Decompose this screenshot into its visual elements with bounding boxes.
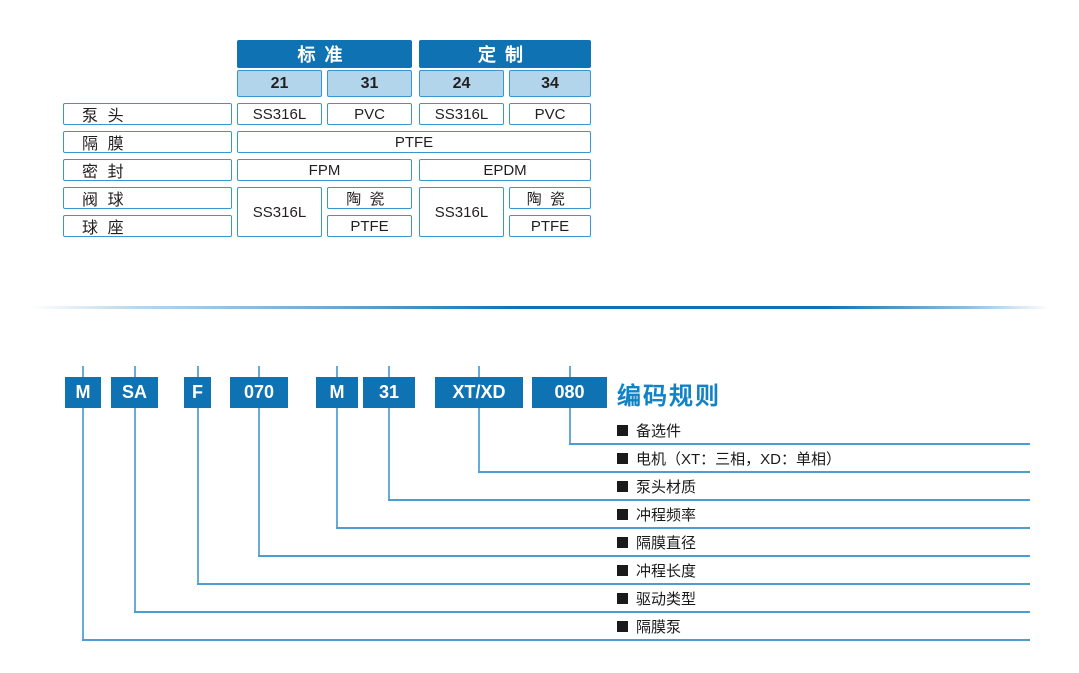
row-label-seal: 密封 [63,159,232,181]
connector-vline-sa [134,366,136,612]
legend-label: 驱动类型 [636,590,697,608]
legend-head-material: 泵头材质 [617,476,696,496]
code-segment-head-material: 31 [363,377,415,408]
connector-vline-070 [258,366,260,556]
section-divider [30,306,1049,309]
connector-hline-head-material [388,499,1030,501]
cell-pump-head-34: PVC [509,103,591,125]
legend-motor: 电机（XT：三相，XD：单相） [617,448,841,468]
square-bullet-icon [617,480,628,492]
cell-seat-custom-ptfe: PTFE [509,215,591,237]
connector-vline-xtxd [478,366,480,472]
connector-hline-motor [478,471,1030,473]
code-segment-stroke-freq: M [316,377,358,408]
table-group-header-custom: 定制 [419,40,591,68]
code-segment-options: 080 [532,377,607,408]
cell-valve-standard-ceramic: 陶瓷 [327,187,412,209]
legend-label: 冲程长度 [636,562,697,580]
row-label-diaphragm: 隔膜 [63,131,232,153]
code-segment-stroke-length: F [184,377,211,408]
cell-valve-custom-ceramic: 陶瓷 [509,187,591,209]
square-bullet-icon [617,592,628,604]
legend-diaphragm-pump: 隔膜泵 [617,616,681,636]
cell-valve-custom-metal: SS316L [419,187,504,237]
code-rule-title: 编码规则 [617,383,721,410]
code-segment-diaphragm-dia: 070 [230,377,288,408]
table-code-24: 24 [419,70,504,97]
table-code-21: 21 [237,70,322,97]
cell-pump-head-31: PVC [327,103,412,125]
cell-seal-custom: EPDM [419,159,591,181]
square-bullet-icon [617,508,628,520]
legend-label: 冲程频率 [636,506,697,524]
connector-hline-drive-type [134,611,1030,613]
connector-vline-m2 [336,366,338,528]
legend-stroke-length: 冲程长度 [617,560,696,580]
connector-hline-stroke-freq [336,527,1030,529]
legend-options: 备选件 [617,420,681,440]
code-segment-drive-type: SA [111,377,158,408]
square-bullet-icon [617,564,628,576]
connector-hline-diaphragm-dia [258,555,1030,557]
cell-seat-standard-ptfe: PTFE [327,215,412,237]
legend-stroke-frequency: 冲程频率 [617,504,696,524]
legend-label: 泵头材质 [636,478,697,496]
cell-valve-standard-metal: SS316L [237,187,322,237]
connector-vline-m1 [82,366,84,640]
row-label-ball-seat: 球座 [63,215,232,237]
connector-vline-31 [388,366,390,500]
connector-hline-stroke-length [197,583,1030,585]
legend-label: 电机（XT：三相，XD：单相） [636,450,842,468]
row-label-valve-ball: 阀球 [63,187,232,209]
square-bullet-icon [617,452,628,464]
row-label-pump-head: 泵头 [63,103,232,125]
cell-pump-head-21: SS316L [237,103,322,125]
cell-pump-head-24: SS316L [419,103,504,125]
code-segment-pump-type: M [65,377,101,408]
table-code-31: 31 [327,70,412,97]
legend-diaphragm-diameter: 隔膜直径 [617,532,696,552]
table-group-header-standard: 标准 [237,40,412,68]
square-bullet-icon [617,620,628,632]
legend-label: 隔膜直径 [636,534,697,552]
legend-label: 隔膜泵 [636,618,682,636]
connector-hline-options [569,443,1030,445]
connector-vline-f [197,366,199,584]
table-code-34: 34 [509,70,591,97]
connector-hline-pump-type [82,639,1030,641]
square-bullet-icon [617,536,628,548]
cell-seal-standard: FPM [237,159,412,181]
legend-drive-type: 驱动类型 [617,588,696,608]
code-segment-motor: XT/XD [435,377,523,408]
cell-diaphragm-all: PTFE [237,131,591,153]
square-bullet-icon [617,424,628,436]
legend-label: 备选件 [636,422,682,440]
